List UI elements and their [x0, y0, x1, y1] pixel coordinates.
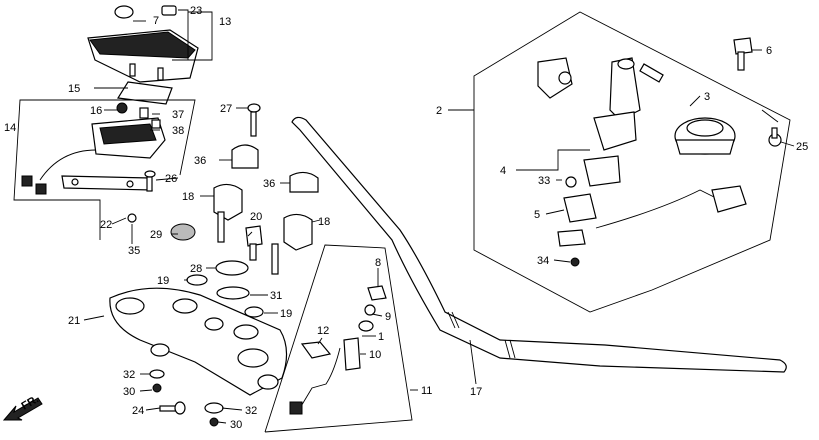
callout-11: 11 — [421, 385, 432, 397]
callout-17: 17 — [470, 386, 482, 398]
callout-14: 14 — [4, 122, 16, 134]
top-bridge — [109, 287, 288, 396]
callout-34: 34 — [537, 255, 549, 267]
callout-12: 12 — [317, 325, 329, 337]
bridge-bolts — [149, 369, 224, 427]
callout-18b: 18 — [318, 216, 330, 228]
callout-3: 3 — [704, 91, 710, 103]
callout-10: 10 — [369, 349, 381, 361]
cable-assembly — [289, 285, 387, 415]
callout-15: 15 — [68, 83, 80, 95]
front-direction-arrow-icon — [2, 397, 43, 421]
callout-37: 37 — [172, 109, 184, 121]
direction-label: FR. — [20, 393, 41, 412]
callout-16: 16 — [90, 105, 102, 117]
callout-24: 24 — [132, 405, 144, 417]
group-bracket-11 — [264, 244, 413, 433]
group-bracket-2 — [473, 11, 791, 313]
callout-38: 38 — [172, 125, 184, 137]
callout-2: 2 — [436, 105, 442, 117]
callout-4: 4 — [500, 165, 506, 177]
callout-6: 6 — [766, 45, 772, 57]
ignition-switch — [537, 57, 747, 267]
gasket-15 — [116, 81, 173, 105]
callout-33: 33 — [538, 175, 550, 187]
bolt-27 — [247, 103, 261, 137]
fuel-cap — [674, 117, 736, 155]
callout-32b: 32 — [245, 405, 257, 417]
callout-36a: 36 — [194, 155, 206, 167]
indicator-bracket — [21, 102, 166, 195]
callout-19a: 19 — [157, 275, 169, 287]
group-bracket-14 — [13, 99, 196, 240]
callout-9: 9 — [385, 311, 391, 323]
callout-1: 1 — [378, 331, 384, 343]
callout-28: 28 — [190, 263, 202, 275]
callout-30b: 30 — [230, 419, 242, 431]
callout-21: 21 — [68, 315, 80, 327]
callout-23: 23 — [190, 5, 202, 17]
callout-7: 7 — [153, 15, 159, 27]
callout-35: 35 — [128, 245, 140, 257]
switch-housing — [87, 5, 199, 83]
leader-lines — [83, 9, 795, 424]
holder-upper — [213, 144, 319, 275]
callout-29: 29 — [150, 229, 162, 241]
callout-36b: 36 — [263, 178, 275, 190]
callout-18a: 18 — [182, 191, 194, 203]
handlebar — [291, 116, 787, 373]
callout-27: 27 — [220, 103, 232, 115]
bolt-6 — [733, 37, 753, 71]
callout-22: 22 — [100, 219, 112, 231]
callout-30a: 30 — [123, 386, 135, 398]
callout-5: 5 — [534, 209, 540, 221]
callout-31: 31 — [270, 290, 282, 302]
callout-19b: 19 — [280, 308, 292, 320]
bolt-26 — [144, 170, 156, 192]
callout-32a: 32 — [123, 369, 135, 381]
callout-8: 8 — [375, 257, 381, 269]
callout-25: 25 — [796, 141, 808, 153]
callout-20: 20 — [250, 211, 262, 223]
callout-labels: 7 23 13 15 16 37 38 14 27 36 26 36 18 22… — [4, 5, 808, 431]
bolt-25 — [768, 127, 782, 147]
nut-35 — [127, 213, 137, 223]
callout-13: 13 — [219, 16, 231, 28]
callout-26: 26 — [165, 173, 177, 185]
cap-29 — [170, 223, 196, 241]
washers — [186, 260, 264, 318]
